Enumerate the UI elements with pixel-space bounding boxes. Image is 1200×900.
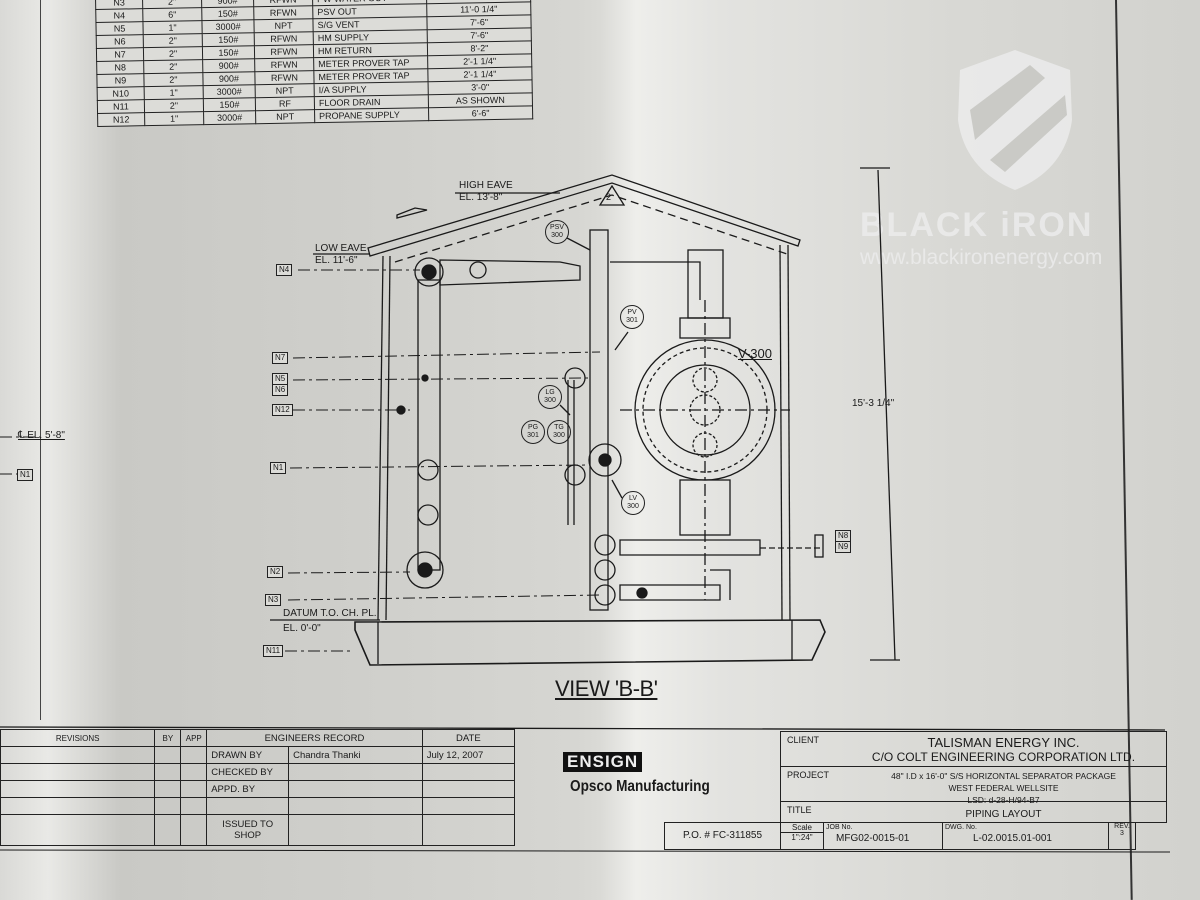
title-label: TITLE <box>787 805 812 815</box>
nozzle-tag-n4: N4 <box>276 264 293 276</box>
instrument-type: PSV <box>549 224 564 231</box>
scale-label: Scale <box>781 823 823 833</box>
record-date: July 12, 2007 <box>421 746 516 764</box>
nozzle-tag-n6: N6 <box>272 384 289 396</box>
high-eave-label: HIGH EAVE <box>459 180 513 191</box>
instrument-type: LV <box>628 495 638 502</box>
client-line-2: C/O COLT ENGINEERING CORPORATION LTD. <box>871 750 1136 764</box>
drawing-number-row: P.O. # FC-311855 Scale 1":24" JOB No. MF… <box>664 822 1136 850</box>
project-line-2: WEST FEDERAL WELLSITE <box>948 783 1059 793</box>
dwg-label: DWG. No. <box>945 824 977 831</box>
nozzle-tag-n9: N9 <box>835 541 852 553</box>
revisions-header: REVISIONS <box>0 729 156 747</box>
nozzle-tag-n3: N3 <box>265 594 282 606</box>
nozzle-tag-n11: N11 <box>263 645 284 657</box>
low-eave-elevation: EL. 11'-6" <box>315 255 358 266</box>
rev-value: 3 <box>1120 830 1124 837</box>
centerline-elevation: ℄ EL. 5'-8" <box>18 430 65 441</box>
watermark: BLACK iRON www.blackironenergy.com <box>860 40 1160 280</box>
record-name <box>288 814 423 846</box>
client-line-1: TALISMAN ENERGY INC. <box>927 735 1080 750</box>
revisions-engineers-record-table: REVISIONS BY APP ENGINEERS RECORD DATE D… <box>0 729 516 846</box>
record-date <box>421 763 516 781</box>
project-line-1: 48" I.D x 16'-0" S/S HORIZONTAL SEPARATO… <box>891 771 1116 781</box>
low-eave-label: LOW EAVE <box>315 243 367 254</box>
job-label: JOB No. <box>826 824 853 831</box>
po-number: P.O. # FC-311855 <box>665 823 781 849</box>
instrument-type: TG <box>554 424 564 431</box>
by-header: BY <box>154 729 182 747</box>
nozzle-tag-n1-left: N1 <box>17 469 34 481</box>
project-label: PROJECT <box>787 770 830 780</box>
ensign-logo: ENSIGN <box>563 752 643 772</box>
engineers-record-header: ENGINEERS RECORD <box>206 729 423 747</box>
nozzle-tag-n8: N8 <box>835 530 852 542</box>
instrument-number: 301 <box>527 432 539 439</box>
project-line-3: LSD: d-28-H/94-B7 <box>967 795 1040 805</box>
nozzle-tag-n1: N1 <box>270 462 287 474</box>
record-date <box>421 780 516 798</box>
dwg-value: L-02.0015.01-001 <box>973 833 1052 844</box>
table-row: APPD. BY <box>0 780 516 798</box>
date-header: DATE <box>421 729 516 747</box>
view-title: VIEW 'B-B' <box>555 676 658 701</box>
app-header: APP <box>180 729 208 747</box>
record-role: ISSUED TO SHOP <box>206 814 290 846</box>
record-name: Chandra Thanki <box>288 746 423 764</box>
title-value: PIPING LAYOUT <box>965 809 1042 820</box>
instrument-type: PG <box>527 424 539 431</box>
revision-triangle-number: 2 <box>606 192 612 202</box>
nozzle-tag-n2: N2 <box>267 566 284 578</box>
instrument-number: 300 <box>544 397 556 404</box>
job-value: MFG02-0015-01 <box>836 833 910 844</box>
scale-value: 1":24" <box>791 833 813 842</box>
datum-label: DATUM T.O. CH. PL. <box>283 608 377 619</box>
vessel-tag: V-300 <box>738 346 772 361</box>
company-name: Opsco Manufacturing <box>570 778 710 795</box>
record-role: CHECKED BY <box>206 763 290 781</box>
watermark-url: www.blackironenergy.com <box>860 246 1103 269</box>
overall-height-dimension: 15'-3 1/4" <box>852 398 895 409</box>
datum-elevation: EL. 0'-0" <box>283 623 321 634</box>
client-project-block: CLIENT TALISMAN ENERGY INC. C/O COLT ENG… <box>780 731 1167 823</box>
instrument-number: 300 <box>551 232 563 239</box>
record-role: APPD. BY <box>206 780 290 798</box>
table-row: CHECKED BY <box>0 763 516 781</box>
high-eave-elevation: EL. 13'-8" <box>459 192 503 203</box>
sheet-border-left <box>40 0 41 720</box>
instrument-type: PV <box>627 309 637 316</box>
nozzle-tag-n12: N12 <box>272 404 293 416</box>
instrument-number: 301 <box>626 317 638 324</box>
shield-logo-icon <box>958 50 1072 190</box>
client-label: CLIENT <box>787 735 820 745</box>
instrument-type: LG <box>545 389 555 396</box>
record-date <box>421 814 516 846</box>
record-name <box>288 780 423 798</box>
instrument-number: 300 <box>627 503 639 510</box>
table-row: ISSUED TO SHOP <box>0 814 516 846</box>
watermark-brand: BLACK iRON <box>860 206 1094 244</box>
rev-label: REV. <box>1114 823 1130 830</box>
record-role <box>206 797 290 815</box>
instrument-number: 300 <box>553 432 565 439</box>
record-role: DRAWN BY <box>206 746 290 764</box>
nozzle-tag-n7: N7 <box>272 352 289 364</box>
table-row <box>0 797 516 815</box>
record-date <box>421 797 516 815</box>
record-name <box>288 763 423 781</box>
record-name <box>288 797 423 815</box>
